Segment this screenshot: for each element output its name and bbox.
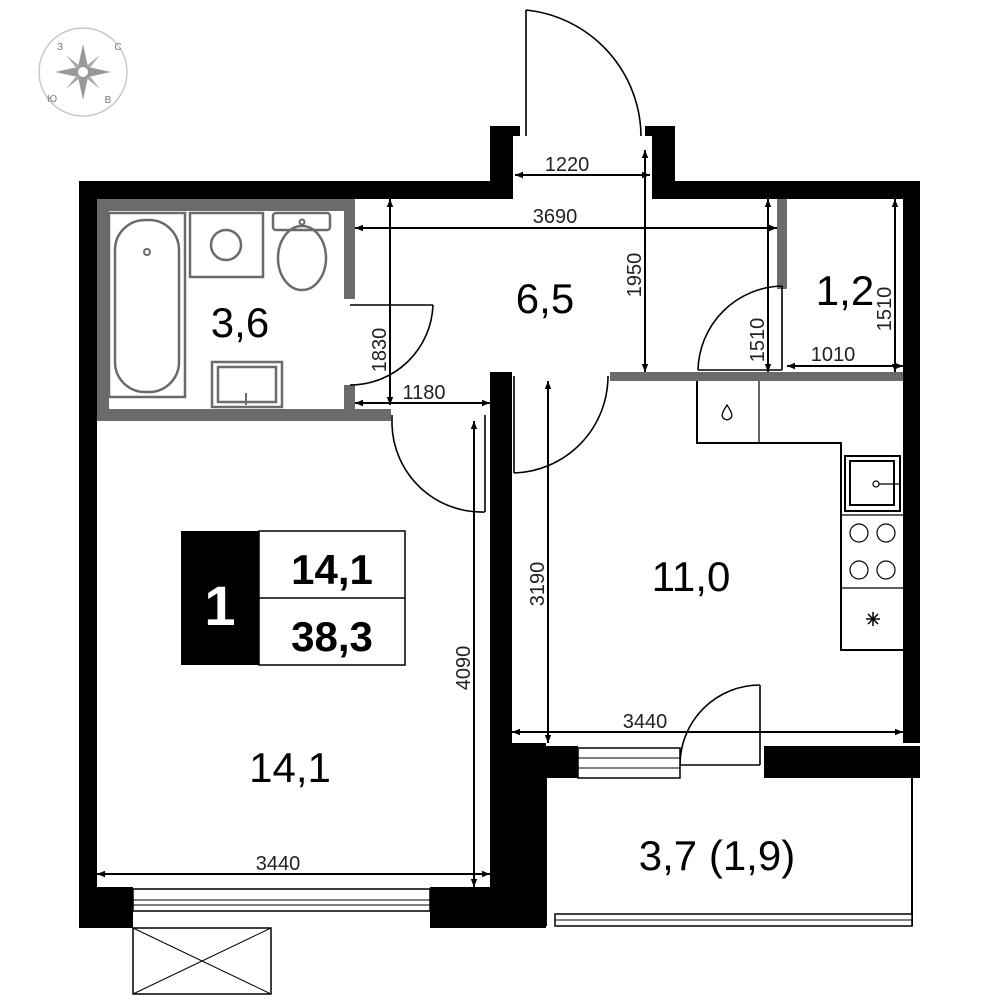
storage-door: [697, 285, 783, 371]
washbasin-icon: [210, 360, 284, 409]
compass-letter-n: С: [114, 42, 121, 53]
dim-hall-depth: 1950: [624, 253, 646, 298]
compass-letter-w: З: [57, 42, 63, 53]
sink-icon: [844, 455, 901, 512]
dim-entrance-width: 1220: [545, 154, 590, 176]
dim-living-width: 3440: [256, 853, 301, 875]
dim-bath-depth: 1830: [369, 328, 391, 373]
living-area-value: 14,1: [291, 546, 373, 593]
washing-machine-icon: [188, 211, 265, 279]
room-area-bathroom: 3,6: [211, 299, 269, 346]
dimension-labels: 1220 3690 1950 1830 1180 1510 1510 1010 …: [256, 154, 896, 875]
dim-storage-width: 1010: [811, 344, 856, 366]
living-room-window: [132, 888, 431, 912]
apartment-summary-badge: 1 14,1 38,3: [181, 530, 406, 666]
room-area-balcony: 3,7 (1,9): [639, 832, 795, 879]
partition-walls: [97, 199, 903, 421]
compass-letter-s: Ю: [47, 94, 57, 105]
entrance-door: [525, 9, 642, 137]
dimension-lines: [97, 150, 903, 887]
kitchen-door: [513, 375, 609, 474]
dim-kitchen-width: 3440: [623, 711, 668, 733]
kitchen-counter: [696, 381, 903, 651]
room-area-hall: 6,5: [516, 275, 574, 322]
cooktop-icon: [849, 523, 896, 580]
dim-storage-depth-left: 1510: [747, 318, 769, 363]
dim-bath-door: 1180: [402, 382, 445, 404]
toilet-icon: [271, 211, 332, 292]
outside-crossed-box: [132, 927, 272, 995]
room-area-living-room: 14,1: [249, 744, 331, 791]
total-area-value: 38,3: [291, 613, 373, 660]
room-area-kitchen: 11,0: [652, 553, 731, 600]
balcony-door: [679, 684, 761, 766]
dim-living-depth: 4090: [453, 646, 475, 691]
living-room-door: [391, 415, 486, 513]
fridge-icon: [866, 612, 880, 626]
dim-storage-depth-right: 1510: [874, 287, 896, 332]
bathtub-icon: [107, 211, 187, 399]
water-drop-icon: [721, 403, 733, 421]
dim-hall-width: 3690: [533, 206, 578, 228]
compass-letter-e: В: [105, 95, 112, 106]
outer-walls: [79, 126, 920, 928]
balcony-window: [545, 778, 913, 927]
kitchen-window: [577, 747, 681, 779]
compass-icon: З С Ю В: [38, 27, 128, 117]
room-count: 1: [204, 574, 235, 637]
room-area-storage: 1,2: [816, 267, 874, 314]
bathroom-door: [349, 304, 434, 386]
dim-kitchen-depth: 3190: [527, 562, 549, 607]
